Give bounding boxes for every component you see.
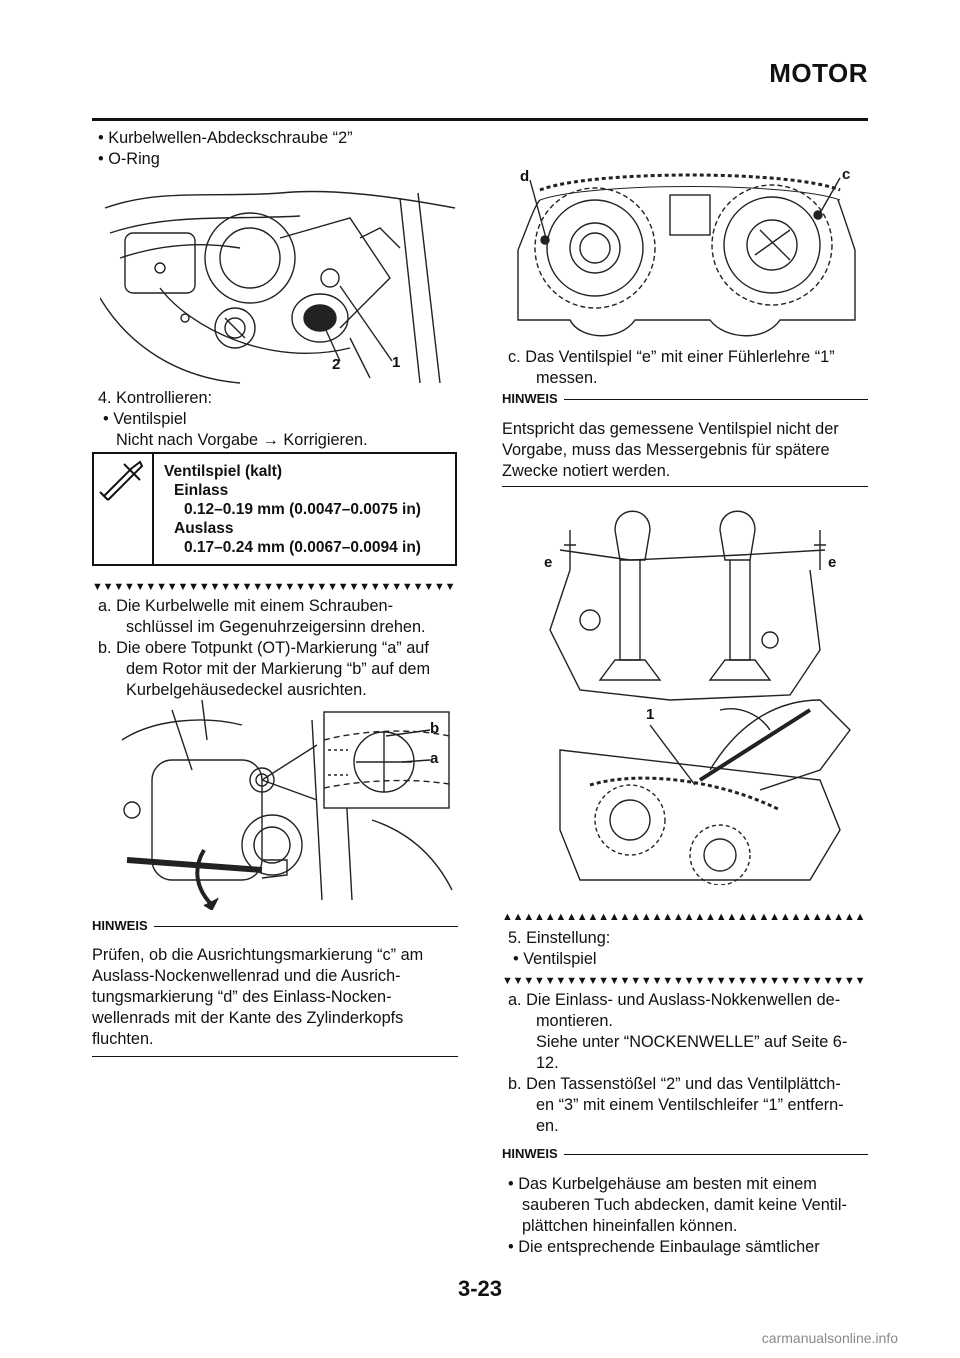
sub-c-line1: c. Das Ventilspiel “e” mit einer Fühlerl… <box>508 348 835 366</box>
sub-b-line3: Kurbelgehäusedeckel ausrichten. <box>126 681 367 699</box>
hinweis-left-line2: Auslass-Nockenwellenrad und die Ausrich- <box>92 967 401 985</box>
hinweis-right2-line4: • Die entsprechende Einbaulage sämtliche… <box>508 1238 820 1256</box>
step4-heading: 4. Kontrollieren: <box>98 389 213 407</box>
bullet-abdeckschraube: • Kurbelwellen-Abdeckschraube “2” <box>98 129 353 147</box>
hinweis-right2-line1: • Das Kurbelgehäuse am besten mit einem <box>508 1175 817 1193</box>
procedure-start-marker: ▼▼▼▼▼▼▼▼▼▼▼▼▼▼▼▼▼▼▼▼▼▼▼▼▼▼▼▼▼▼▼▼▼▼ <box>92 581 456 593</box>
sub-b-line2: dem Rotor mit der Markierung “b” auf dem <box>126 660 431 678</box>
step5-bullet: • Ventilspiel <box>513 950 597 968</box>
fig4-label-e-left: e <box>544 554 553 571</box>
figure-crankshaft-cover: 2 1 <box>100 178 460 388</box>
header-rule <box>92 118 868 121</box>
spec-auslass-value: 0.17–0.24 mm (0.0067–0.0094 in) <box>184 539 421 556</box>
figure-rotor-alignment: b a <box>112 700 457 910</box>
hinweis-right2-heading: HINWEIS <box>502 1146 868 1161</box>
procedure-start-marker-2: ▼▼▼▼▼▼▼▼▼▼▼▼▼▼▼▼▼▼▼▼▼▼▼▼▼▼▼▼▼▼▼▼▼▼ <box>502 975 866 987</box>
hinweis-left-label: HINWEIS <box>92 918 148 933</box>
hinweis-right-label: HINWEIS <box>502 391 558 406</box>
hinweis-left-heading: HINWEIS <box>92 918 458 933</box>
sub-a-line1: a. Die Kurbelwelle mit einem Schrauben- <box>98 597 394 615</box>
fig2-label-a: a <box>430 750 439 767</box>
fig4-label-1: 1 <box>646 706 655 723</box>
fig3-label-d: d <box>520 168 530 185</box>
spec-box-ventilspiel: Ventilspiel (kalt) Einlass 0.12–0.19 mm … <box>92 452 457 566</box>
step5-sub-a-line2: montieren. <box>536 1012 613 1030</box>
page-number: 3-23 <box>457 1276 503 1301</box>
hinweis-left-line1: Prüfen, ob die Ausrichtungsmarkierung “c… <box>92 946 424 964</box>
hinweis-right-line1: Entspricht das gemessene Ventilspiel nic… <box>502 420 839 438</box>
fig1-label-1: 1 <box>392 354 401 371</box>
feeler-gauge-icon <box>94 454 154 564</box>
hinweis-right-line3: Zwecke notiert werden. <box>502 462 671 480</box>
hinweis-right2-line3: plättchen hineinfallen können. <box>522 1217 738 1235</box>
hinweis-left-line4: wellenrads mit der Kante des Zylinderkop… <box>92 1009 404 1027</box>
step5-sub-a-line3: Siehe unter “NOCKENWELLE” auf Seite 6- <box>536 1033 848 1051</box>
step4-instruction: Nicht nach Vorgabe → Korrigieren. <box>116 431 368 449</box>
fig2-label-b: b <box>430 720 440 737</box>
hinweis-right2-label: HINWEIS <box>502 1146 558 1161</box>
page-title: MOTOR <box>769 58 868 88</box>
sub-c-line2: messen. <box>536 369 598 387</box>
sub-b-line1: b. Die obere Totpunkt (OT)-Markierung “a… <box>98 639 429 657</box>
spec-einlass-value: 0.12–0.19 mm (0.0047–0.0075 in) <box>184 501 421 518</box>
bullet-o-ring: • O-Ring <box>98 150 160 168</box>
hinweis-left-end-rule <box>92 1056 458 1057</box>
spec-einlass-label: Einlass <box>174 482 229 499</box>
sub-a-line2: schlüssel im Gegenuhrzeigersinn drehen. <box>126 618 426 636</box>
spec-auslass-label: Auslass <box>174 520 234 537</box>
step5-sub-b-line3: en. <box>536 1117 559 1135</box>
hinweis-right-line2: Vorgabe, muss das Messergebnis für späte… <box>502 441 830 459</box>
step5-heading: 5. Einstellung: <box>508 929 611 947</box>
step5-sub-b-line2: en “3” mit einem Ventilschleifer “1” ent… <box>536 1096 844 1114</box>
step5-sub-b-line1: b. Den Tassenstößel “2” und das Ventilpl… <box>508 1075 841 1093</box>
step4-bullet: • Ventilspiel <box>103 410 187 428</box>
watermark: carmanualsonline.info <box>761 1330 898 1346</box>
step5-sub-a-line1: a. Die Einlass- und Auslass-Nokkenwellen… <box>508 991 841 1009</box>
fig4-label-e-right: e <box>828 554 837 571</box>
hinweis-right-end-rule <box>502 486 868 487</box>
fig1-label-2: 2 <box>332 356 341 373</box>
figure-feeler-gauge: e e 1 <box>520 500 865 885</box>
hinweis-right2-line2: sauberen Tuch abdecken, damit keine Vent… <box>522 1196 847 1214</box>
hinweis-left-line5: fluchten. <box>92 1030 154 1048</box>
step5-sub-a-line4: 12. <box>536 1054 559 1072</box>
fig3-label-c: c <box>842 166 851 183</box>
hinweis-right-heading: HINWEIS <box>502 391 868 406</box>
figure-cam-sprockets: d c <box>510 160 865 345</box>
hinweis-left-line3: tungsmarkierung “d” des Einlass-Nocken- <box>92 988 392 1006</box>
spec-title: Ventilspiel (kalt) <box>164 463 283 480</box>
procedure-end-marker: ▲▲▲▲▲▲▲▲▲▲▲▲▲▲▲▲▲▲▲▲▲▲▲▲▲▲▲▲▲▲▲▲▲▲ <box>502 911 866 923</box>
